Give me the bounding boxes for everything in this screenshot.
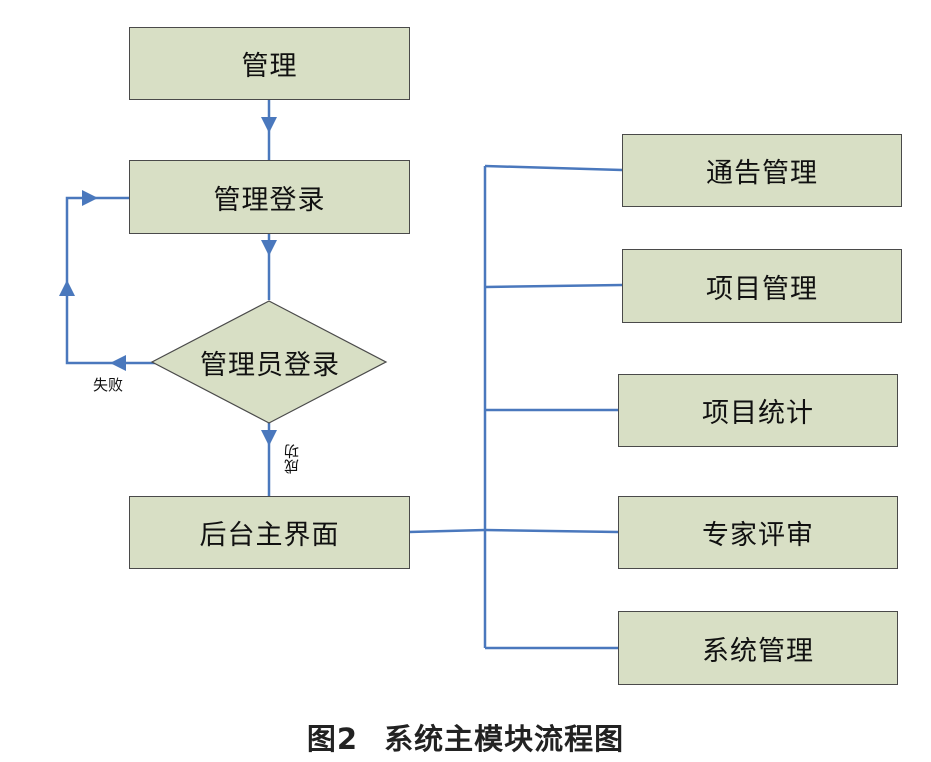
module-expert-review-box: 专家评审 bbox=[618, 496, 898, 569]
caption-title: 系统主模块流程图 bbox=[384, 722, 625, 756]
manage-box: 管理 bbox=[129, 27, 410, 100]
success-label: 成功 bbox=[283, 444, 301, 474]
arrow-right-login bbox=[82, 190, 98, 206]
fail-label: 失败 bbox=[93, 376, 124, 394]
branch-project-manage bbox=[484, 283, 623, 289]
login-box: 管理登录 bbox=[129, 160, 410, 234]
arrow-down-2 bbox=[261, 240, 277, 256]
main-ui-box: 后台主界面 bbox=[129, 496, 410, 569]
main-ui-label: 后台主界面 bbox=[199, 520, 340, 551]
decision-label: 管理员登录 bbox=[200, 349, 340, 381]
manage-label: 管理 bbox=[241, 51, 298, 82]
decision-diamond bbox=[150, 300, 388, 424]
module-notice-box: 通告管理 bbox=[622, 134, 902, 207]
arrow-left-fail bbox=[110, 355, 126, 371]
module-label: 通告管理 bbox=[706, 158, 818, 189]
module-system-manage-box: 系统管理 bbox=[618, 611, 898, 685]
module-project-manage-box: 项目管理 bbox=[622, 249, 902, 323]
arrow-up-loop bbox=[59, 280, 75, 296]
login-label: 管理登录 bbox=[213, 184, 326, 216]
connector-main-bus bbox=[408, 528, 486, 534]
module-label: 项目统计 bbox=[702, 398, 814, 429]
arrow-down-1 bbox=[261, 117, 277, 133]
caption-number: 图2 bbox=[306, 722, 359, 756]
branch-notice bbox=[484, 164, 623, 172]
module-label: 项目管理 bbox=[706, 273, 818, 305]
figure-caption: 图2 系统主模块流程图 bbox=[0, 716, 931, 758]
module-label: 系统管理 bbox=[702, 635, 814, 667]
branch-expert-review bbox=[484, 528, 619, 534]
module-project-stats-box: 项目统计 bbox=[618, 374, 898, 447]
module-label: 专家评审 bbox=[702, 520, 814, 551]
arrow-down-3 bbox=[261, 430, 277, 446]
